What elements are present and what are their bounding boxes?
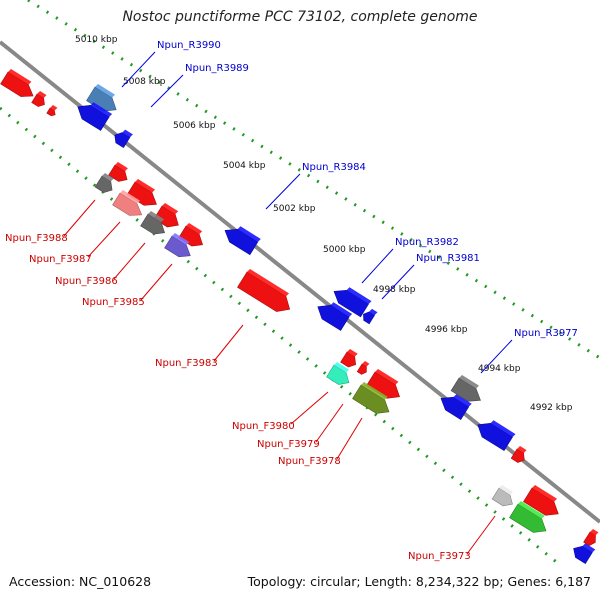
forward-gene-label: Npun_F3978 — [278, 417, 363, 467]
guide-lines — [0, 0, 600, 567]
svg-text:Npun_R3982: Npun_R3982 — [395, 237, 459, 248]
gene-f3986-block — [140, 211, 165, 235]
gene-f3980-block — [326, 362, 350, 385]
forward-gene-label: Npun_F3973 — [408, 515, 496, 562]
gene-f3987-arrow-upper — [126, 179, 157, 206]
forward-gene-label: Npun_F3985 — [82, 263, 173, 308]
reverse-gene-label: Npun_R3984 — [265, 162, 366, 210]
reverse-strand-guide — [27, 0, 600, 360]
svg-text:Npun_F3987: Npun_F3987 — [29, 254, 92, 265]
reverse-gene-label: Npun_R3981 — [381, 253, 480, 300]
tick-label: 5004 kbp — [223, 161, 266, 171]
gene-small-forward-2 — [46, 105, 58, 117]
gene-r3981-arrow — [363, 308, 378, 325]
gene-reverse-right-1 — [477, 420, 516, 452]
svg-text:Npun_R3984: Npun_R3984 — [302, 162, 366, 173]
forward-gene-label: Npun_F3988 — [5, 199, 96, 244]
svg-text:Npun_R3981: Npun_R3981 — [416, 253, 480, 264]
gene-f3989-arrow — [0, 69, 34, 97]
gene-small-forward-3 — [108, 162, 128, 182]
svg-text:Npun_R3989: Npun_R3989 — [185, 63, 249, 74]
svg-text:Npun_R3977: Npun_R3977 — [514, 328, 578, 339]
forward-gene-label: Npun_F3986 — [55, 242, 146, 287]
gene-r3989-arrow — [77, 102, 113, 131]
genome-summary-text: Topology: circular; Length: 8,234,322 bp… — [247, 574, 591, 589]
tick-label: 4996 kbp — [425, 325, 468, 335]
accession-text: Accession: NC_010628 — [9, 574, 152, 589]
tick-label: 5000 kbp — [323, 245, 366, 255]
forward-gene-label: Npun_F3979 — [257, 403, 344, 450]
svg-text:Npun_F3985: Npun_F3985 — [82, 297, 145, 308]
gene-f3987-block — [112, 190, 143, 216]
svg-text:Npun_F3980: Npun_F3980 — [232, 421, 295, 432]
reverse-gene-label: Npun_R3989 — [150, 63, 249, 108]
forward-strand-guide — [0, 106, 561, 567]
svg-text:Npun_F3988: Npun_F3988 — [5, 233, 68, 244]
tick-label: 5002 kbp — [273, 204, 316, 214]
gene-small-forward-7 — [583, 529, 599, 546]
svg-text:Npun_F3983: Npun_F3983 — [155, 358, 218, 369]
svg-text:Npun_F3979: Npun_F3979 — [257, 439, 320, 450]
gene-f3983-arrow — [237, 269, 291, 312]
gene-small-forward-1 — [31, 91, 47, 107]
tick-label: 4992 kbp — [530, 403, 573, 413]
gene-f3985-block — [164, 233, 191, 258]
gene-r3984-arrow — [224, 226, 261, 256]
forward-gene-label: Npun_F3987 — [29, 221, 121, 265]
map-title: Nostoc punctiforme PCC 73102, complete g… — [122, 9, 478, 25]
gene-r3982-arrow-lower — [317, 302, 353, 331]
gene-f3978-block — [352, 382, 390, 414]
reverse-gene-label: Npun_R3990 — [121, 40, 221, 88]
gene-small-forward-4 — [340, 349, 358, 368]
svg-text:Npun_F3973: Npun_F3973 — [408, 551, 471, 562]
forward-gene-label: Npun_F3983 — [155, 324, 244, 369]
reverse-gene-label: Npun_R3982 — [361, 237, 459, 284]
gene-features — [0, 69, 599, 565]
tick-labels: 5010 kbp 5008 kbp 5006 kbp 5004 kbp 5002 kbp… — [75, 35, 573, 413]
svg-text:Npun_F3978: Npun_F3978 — [278, 456, 341, 467]
svg-text:Npun_F3986: Npun_F3986 — [55, 276, 118, 287]
gene-f3973-arrow-upper — [523, 485, 559, 516]
tick-label: 5006 kbp — [173, 121, 216, 131]
gene-f3988-block — [94, 173, 114, 193]
gene-labels: Npun_F3988Npun_F3987Npun_F3986Npun_F3985… — [5, 40, 578, 562]
tick-label: 4994 kbp — [478, 364, 521, 374]
gene-f3973-block-silver — [491, 485, 513, 507]
gene-reverse-right-2 — [573, 543, 596, 565]
tick-label: 4998 kbp — [373, 285, 416, 295]
svg-text:Npun_R3990: Npun_R3990 — [157, 40, 221, 51]
gene-r3982-arrow-upper — [333, 287, 372, 318]
tick-label: 5008 kbp — [123, 77, 166, 87]
gene-r3977-arrow — [440, 394, 472, 421]
forward-gene-label: Npun_F3980 — [232, 391, 329, 432]
gene-r3977-block — [450, 375, 481, 402]
tick-label: 5010 kbp — [75, 35, 118, 45]
reverse-gene-label: Npun_R3977 — [480, 328, 578, 374]
gene-small-reverse-1 — [114, 129, 133, 149]
gene-small-forward-5 — [356, 361, 370, 375]
gene-small-forward-6 — [510, 446, 527, 463]
gene-f3973-block-green — [509, 501, 547, 533]
gene-f3979-arrow — [366, 369, 401, 399]
